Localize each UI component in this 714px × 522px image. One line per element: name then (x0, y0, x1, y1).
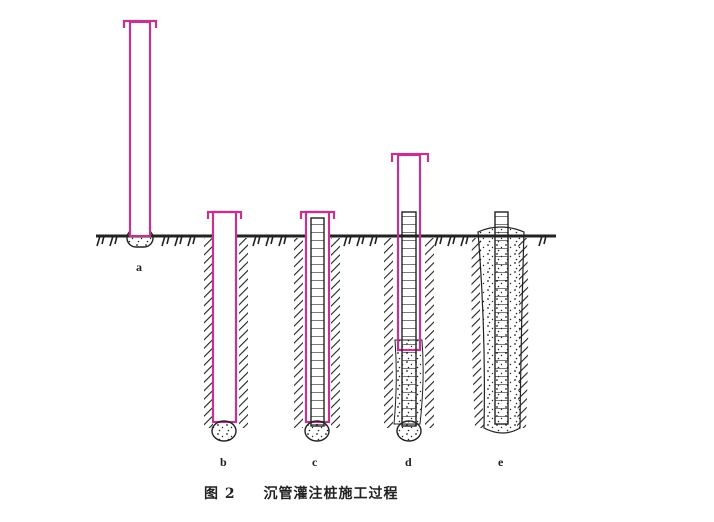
stage-b-label: b (220, 455, 227, 469)
grass-tuft (460, 235, 469, 247)
grass-tuft (109, 235, 118, 247)
grass-tuft (278, 235, 287, 247)
grass-tuft (252, 235, 261, 247)
stage-c-hole-wall-right (331, 238, 340, 428)
stage-c-rebar-cage (310, 217, 325, 427)
figure-caption: 图 2 沉管灌注桩施工过程 (204, 483, 399, 503)
grass-tuft (265, 235, 274, 247)
stage-e: e (471, 211, 529, 469)
stage-c: c (294, 210, 340, 469)
stage-c-hole-wall-left (294, 238, 303, 428)
grass-tuft (174, 235, 183, 247)
stage-c-casing-cap (299, 210, 336, 219)
stage-a-casing-cap (122, 19, 158, 28)
stage-b-hole-wall-right (239, 238, 248, 428)
stage-d-hole-wall-left (384, 238, 393, 428)
grass-tuft (187, 235, 196, 247)
stage-b: b (204, 210, 248, 469)
stage-a: a (122, 19, 158, 274)
stage-c-label: c (312, 455, 318, 469)
stage-e-hole-wall-left (471, 238, 484, 428)
stage-a-casing (128, 20, 152, 238)
stage-c-pile-shoe (304, 420, 330, 442)
stage-b-casing (211, 210, 238, 424)
stage-b-pile-shoe (211, 420, 237, 442)
stage-d-hole-wall-right (425, 238, 434, 428)
stage-d-label: d (405, 455, 412, 469)
stage-d-pile-shoe (396, 420, 422, 442)
stage-d: d (384, 152, 434, 469)
grass-tuft (447, 235, 456, 247)
grass-tuft (434, 235, 443, 247)
figure-title: 沉管灌注桩施工过程 (263, 486, 399, 502)
stage-d-casing-cap (390, 152, 430, 162)
stage-a-label: a (136, 260, 142, 274)
grass-tuft (369, 235, 378, 247)
grass-tuft (96, 235, 105, 247)
grass-tuft (538, 235, 547, 247)
stage-b-hole-wall-left (204, 238, 213, 428)
stage-e-label: e (498, 455, 504, 469)
grass-tuft (161, 235, 170, 247)
grass-tuft (343, 235, 352, 247)
stage-d-rebar-cage (401, 211, 417, 427)
grass-tuft (356, 235, 365, 247)
figure-number: 图 2 (204, 486, 236, 502)
stage-b-casing-cap (206, 210, 243, 219)
stage-e-rebar-cage (494, 211, 509, 425)
